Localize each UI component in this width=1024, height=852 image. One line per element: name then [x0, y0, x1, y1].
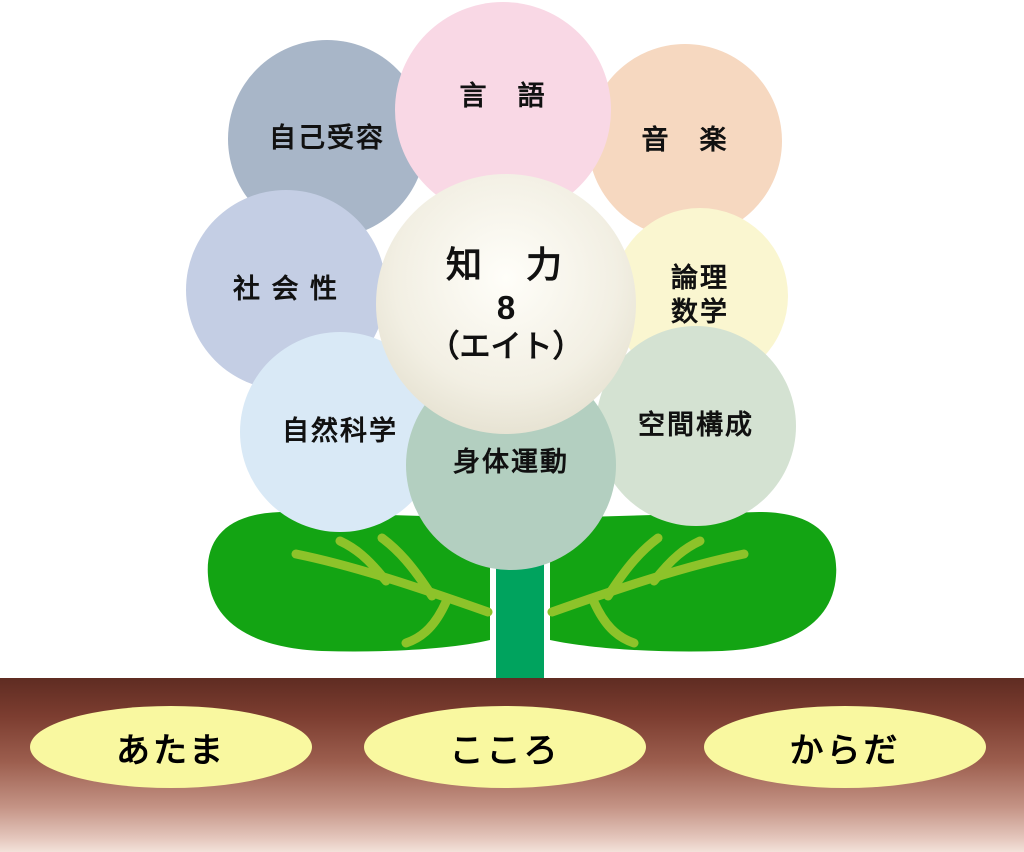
right-leaf-veins — [547, 533, 749, 648]
petal-language-label: 言 語 — [459, 81, 547, 111]
ground-label-kokoro-text: こころ — [449, 731, 561, 770]
ground-label-karada-text: からだ — [789, 731, 901, 770]
center-number: 8 — [496, 288, 516, 326]
petal-natural-science-label: 自然科学 — [282, 416, 398, 447]
center-circle: 知 力 8 （エイト） — [376, 174, 636, 434]
ground-label-atama-text: あたま — [116, 731, 226, 770]
right-leaf — [550, 512, 837, 652]
petal-sociality-label: 社 会 性 — [232, 274, 339, 305]
center-title: 知 力 — [445, 243, 566, 285]
ground-label-karada: からだ — [704, 706, 986, 788]
ground-label-kokoro: こころ — [364, 706, 646, 788]
left-leaf — [207, 512, 491, 652]
petal-spatial-composition-label: 空間構成 — [638, 410, 754, 441]
petal-logic-math-label: 論理 数学 — [671, 263, 729, 327]
petal-body-movement-label: 身体運動 — [453, 447, 569, 478]
ground-label-atama: あたま — [30, 706, 312, 788]
petal-music: 音 楽 — [588, 44, 782, 238]
left-leaf-veins — [291, 533, 493, 648]
petal-self-acceptance-label: 自己受容 — [269, 123, 385, 154]
center-reading: （エイト） — [428, 328, 584, 364]
petal-music-label: 音 楽 — [641, 125, 729, 156]
petal-natural-science: 自然科学 — [240, 332, 440, 532]
petal-spatial-composition: 空間構成 — [596, 326, 796, 526]
